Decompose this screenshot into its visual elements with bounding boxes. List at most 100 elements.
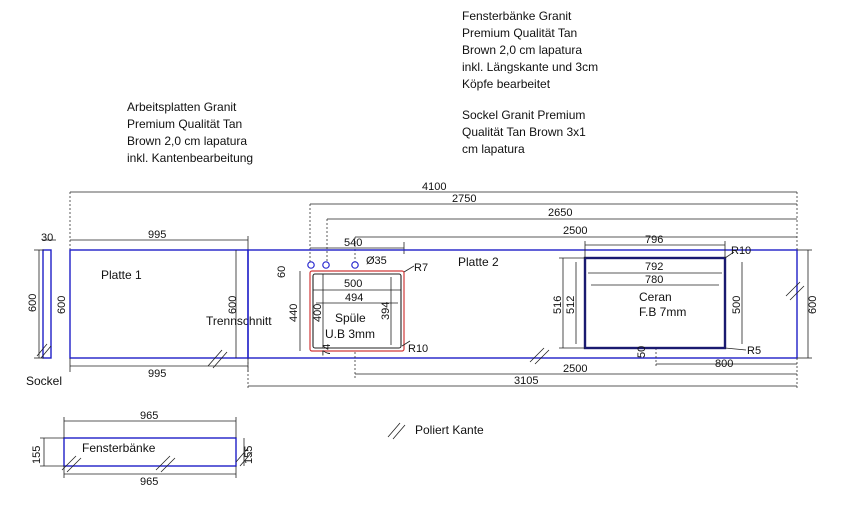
sink-label: Spüle	[335, 311, 366, 325]
sink-inner-outline	[312, 273, 402, 349]
legend-label: Poliert Kante	[415, 423, 484, 437]
polished-edge-mark	[785, 281, 801, 297]
polished-edge-mark	[61, 455, 77, 471]
dim-74: 74	[321, 344, 333, 356]
worktop-note-line: Arbeitsplatten Granit	[127, 100, 237, 114]
dim-965-top: 965	[140, 410, 158, 422]
plate-2-label: Platte 2	[458, 255, 499, 269]
polished-edge-mark	[212, 351, 228, 369]
sill-note: Fensterbänke Granit Premium Qualität Tan…	[462, 8, 598, 93]
dim-516: 516	[552, 296, 564, 314]
legend: Poliert Kante	[387, 422, 484, 440]
radius-10-sink-label: R10	[408, 343, 428, 355]
sink-cutout: Ø35 R7 R10 500 494 440 400 394 60 74 Spü…	[276, 255, 428, 356]
sill-note-line: Köpfe bearbeitet	[462, 77, 551, 91]
tap-hole	[351, 261, 359, 269]
polished-edge-symbol	[392, 424, 406, 440]
worktop-note: Arbeitsplatten Granit Premium Qualität T…	[127, 99, 253, 167]
dim-780: 780	[645, 274, 663, 286]
dim-792: 792	[645, 261, 663, 273]
dim-500-hob: 500	[731, 296, 743, 314]
dim-30: 30	[41, 232, 53, 244]
polished-edge-mark	[66, 457, 82, 473]
dim-600-plinth-inner: 600	[56, 296, 68, 314]
polished-edge-mark	[534, 349, 550, 365]
hob-sub-label: F.B 7mm	[639, 305, 686, 319]
radius-leader	[403, 265, 415, 273]
plate-2: Platte 2 3105 2500 800 600	[247, 249, 819, 390]
plinth-note-line: Qualität Tan Brown 3x1	[462, 125, 586, 139]
radius-leader	[724, 347, 747, 351]
dim-540: 540	[344, 237, 362, 249]
dim-60: 60	[276, 266, 288, 278]
dim-800: 800	[715, 358, 733, 370]
polished-edge-mark	[207, 349, 223, 367]
dim-2750: 2750	[452, 193, 476, 205]
tap-hole	[307, 261, 315, 269]
dim-50: 50	[636, 346, 648, 358]
polished-edge-mark	[160, 457, 176, 473]
worktop-note-line: Brown 2,0 cm lapatura	[127, 134, 248, 148]
plate-1-label: Platte 1	[101, 268, 142, 282]
worktop-note-line: inkl. Kantenbearbeitung	[127, 151, 254, 165]
dim-600-plinth: 600	[27, 294, 39, 312]
plinth-label: Sockel	[26, 374, 62, 388]
dim-995-bottom: 995	[148, 368, 166, 380]
dim-995-top: 995	[148, 229, 166, 241]
polished-edge-mark	[529, 347, 545, 363]
overall-dimensions: 4100 2750 2650 2500 540	[69, 181, 798, 358]
radius-7-label: R7	[414, 262, 428, 274]
sill-note-line: Brown 2,0 cm lapatura	[462, 43, 583, 57]
dim-155-left: 155	[31, 446, 43, 464]
plate-2-outline	[247, 249, 798, 359]
dim-512: 512	[565, 296, 577, 314]
hole-diameter-label: Ø35	[366, 255, 387, 267]
plinth-note-line: Sockel Granit Premium	[462, 108, 586, 122]
radius-10-hob-label: R10	[731, 245, 751, 257]
sill-note-line: inkl. Längskante und 3cm	[462, 60, 599, 74]
window-sill: 965 965 155 155 Fensterbänke	[31, 410, 255, 488]
dim-2500-top: 2500	[563, 225, 587, 237]
plinth-outline	[42, 249, 52, 359]
sink-outer-outline	[309, 270, 405, 352]
plate-1: 995 995 Platte 1 600 Trennschnitt	[69, 229, 272, 380]
dim-500-sink: 500	[344, 278, 362, 290]
dim-394: 394	[380, 302, 392, 320]
plinth-note-line: cm lapatura	[462, 142, 525, 156]
dim-796: 796	[645, 234, 663, 246]
dim-600-cut: 600	[227, 296, 239, 314]
plinth: 30 600 600 Sockel	[26, 232, 68, 388]
polished-edge-mark	[789, 285, 805, 301]
polished-edge-mark	[36, 343, 48, 357]
plate-1-outline	[69, 249, 249, 359]
polished-edge-mark	[155, 455, 171, 471]
sill-outline	[63, 437, 237, 467]
dim-400: 400	[312, 304, 324, 322]
cut-label: Trennschnitt	[206, 314, 272, 328]
plinth-note: Sockel Granit Premium Qualität Tan Brown…	[462, 107, 586, 158]
polished-edge-mark	[235, 447, 249, 463]
radius-leader	[401, 340, 411, 347]
hob-cutout: 796 792 780 516 512 500 50 R10 R5 Ceran …	[552, 234, 761, 358]
sink-sub-label: U.B 3mm	[325, 327, 375, 341]
dim-3105: 3105	[514, 375, 538, 387]
sill-label: Fensterbänke	[82, 441, 156, 455]
dim-155-right: 155	[243, 446, 255, 464]
radius-leader	[724, 251, 735, 259]
dim-494: 494	[345, 292, 363, 304]
dim-440: 440	[288, 304, 300, 322]
sill-note-line: Fensterbänke Granit	[462, 9, 572, 23]
sill-note-line: Premium Qualität Tan	[462, 26, 578, 40]
worktop-note-line: Premium Qualität Tan	[127, 117, 243, 131]
radius-5-label: R5	[747, 345, 761, 357]
polished-edge-symbol	[387, 422, 401, 438]
dim-2500-bottom: 2500	[563, 363, 587, 375]
polished-edge-mark	[239, 451, 253, 467]
dim-2650: 2650	[548, 207, 572, 219]
tap-hole	[322, 261, 330, 269]
dim-600-right: 600	[807, 296, 819, 314]
polished-edge-mark	[40, 345, 52, 359]
hob-outline	[583, 256, 727, 350]
dim-965-bottom: 965	[140, 476, 158, 488]
